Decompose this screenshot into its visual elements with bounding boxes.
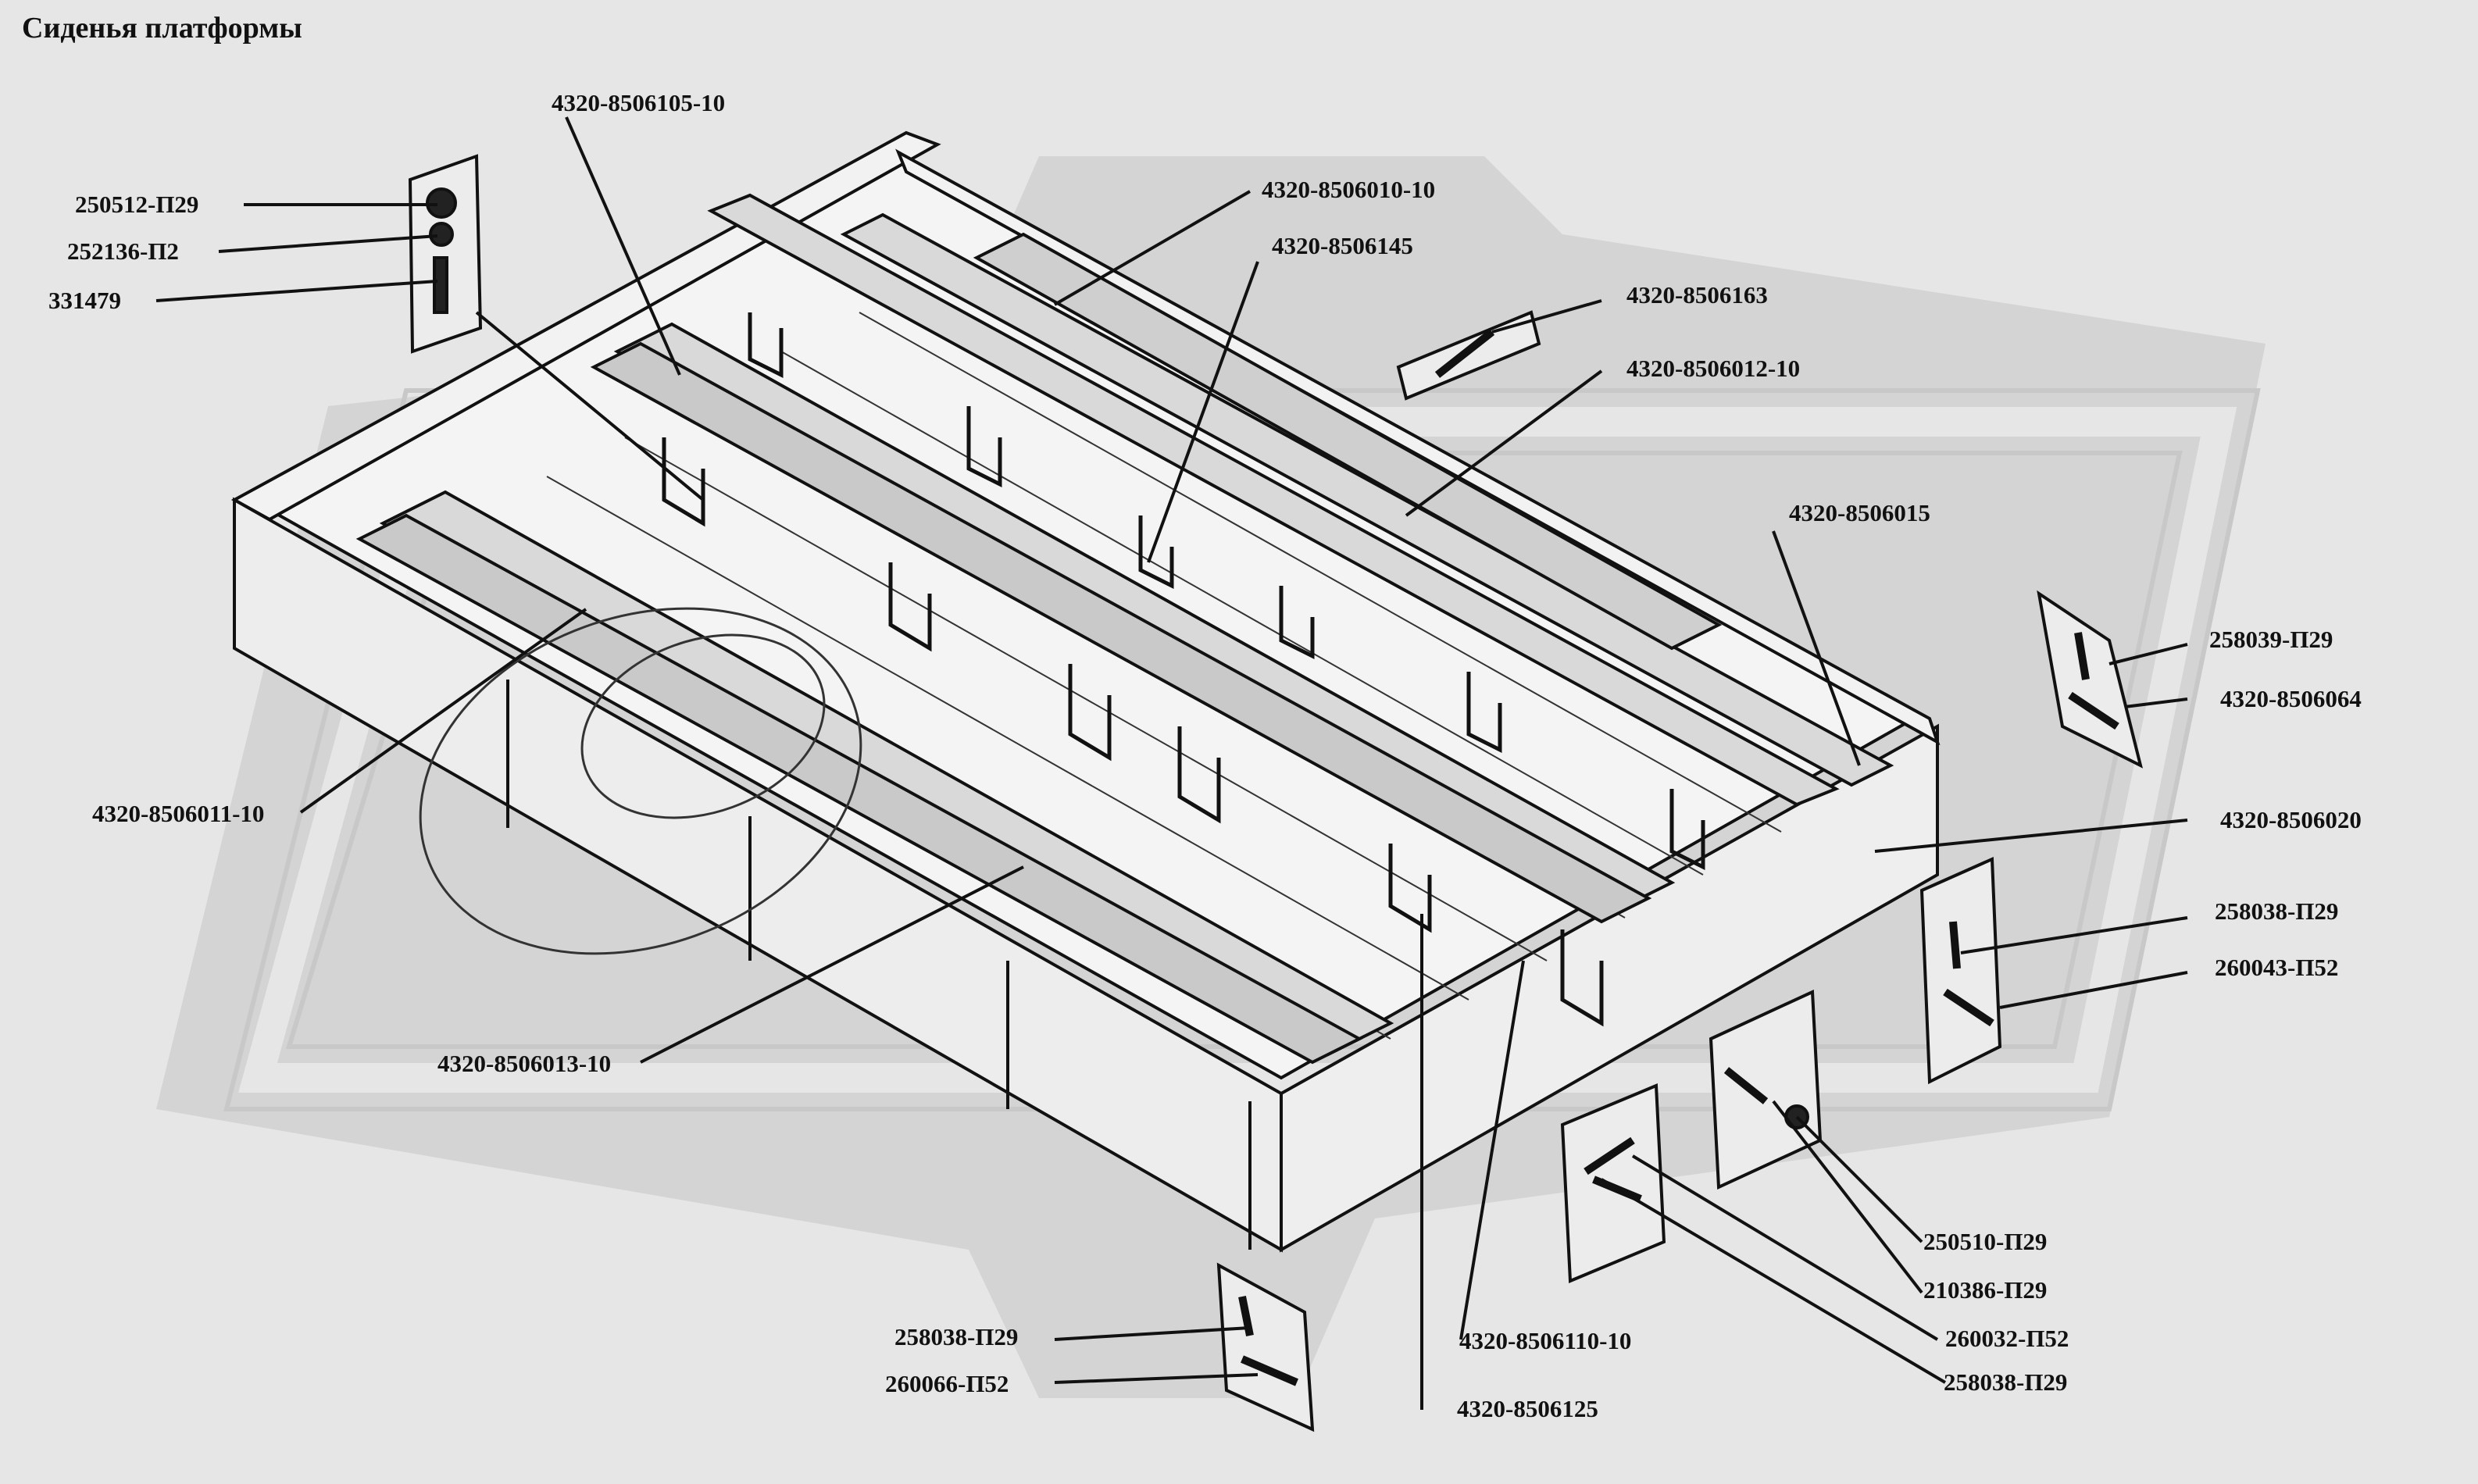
part-label-258038-p29-right[interactable]: 258038-П29: [2215, 897, 2339, 925]
part-label-4320-8506125[interactable]: 4320-8506125: [1457, 1395, 1598, 1422]
part-label-258038-p29-bottom[interactable]: 258038-П29: [1944, 1368, 2068, 1396]
part-label-4320-8506011-10[interactable]: 4320-8506011-10: [92, 800, 265, 827]
part-label-4320-8506110-10[interactable]: 4320-8506110-10: [1459, 1327, 1632, 1354]
part-label-260066-p52[interactable]: 260066-П52: [885, 1370, 1009, 1397]
part-label-258039-p29[interactable]: 258039-П29: [2209, 626, 2333, 653]
leader-lines: [155, 116, 2188, 1410]
part-label-4320-8506010-10[interactable]: 4320-8506010-10: [1262, 176, 1436, 203]
part-label-4320-8506064[interactable]: 4320-8506064: [2220, 685, 2362, 712]
part-label-4320-8506012-10[interactable]: 4320-8506012-10: [1626, 355, 1801, 382]
pencil-marks: [419, 607, 862, 955]
part-label-252136-p2[interactable]: 252136-П2: [67, 237, 179, 265]
watermark-ring: [238, 407, 2237, 1093]
part-label-258038-p29-left[interactable]: 258038-П29: [894, 1323, 1019, 1350]
part-label-4320-8506015[interactable]: 4320-8506015: [1789, 499, 1930, 526]
part-label-250510-p29[interactable]: 250510-П29: [1923, 1228, 2048, 1255]
part-label-4320-8506145[interactable]: 4320-8506145: [1272, 232, 1413, 259]
part-label-260032-p52[interactable]: 260032-П52: [1945, 1325, 2069, 1352]
part-label-331479[interactable]: 331479: [48, 287, 121, 314]
part-label-4320-8506105-10[interactable]: 4320-8506105-10: [552, 89, 726, 116]
part-label-4320-8506163[interactable]: 4320-8506163: [1626, 281, 1768, 309]
side-board-ribs: [506, 680, 1251, 1250]
detail-cards: [408, 154, 2143, 1432]
watermark-ring-outline: [223, 388, 2261, 1111]
part-label-4320-8506013-10[interactable]: 4320-8506013-10: [437, 1050, 612, 1077]
part-label-260043-p52[interactable]: 260043-П52: [2215, 954, 2339, 981]
seat-planks: [355, 193, 1894, 1065]
part-label-210386-p29[interactable]: 210386-П29: [1923, 1276, 2048, 1304]
page-title: Сиденья платформы: [22, 12, 302, 45]
part-label-4320-8506020[interactable]: 4320-8506020: [2220, 806, 2362, 833]
part-label-250512-p29[interactable]: 250512-П29: [75, 191, 199, 218]
